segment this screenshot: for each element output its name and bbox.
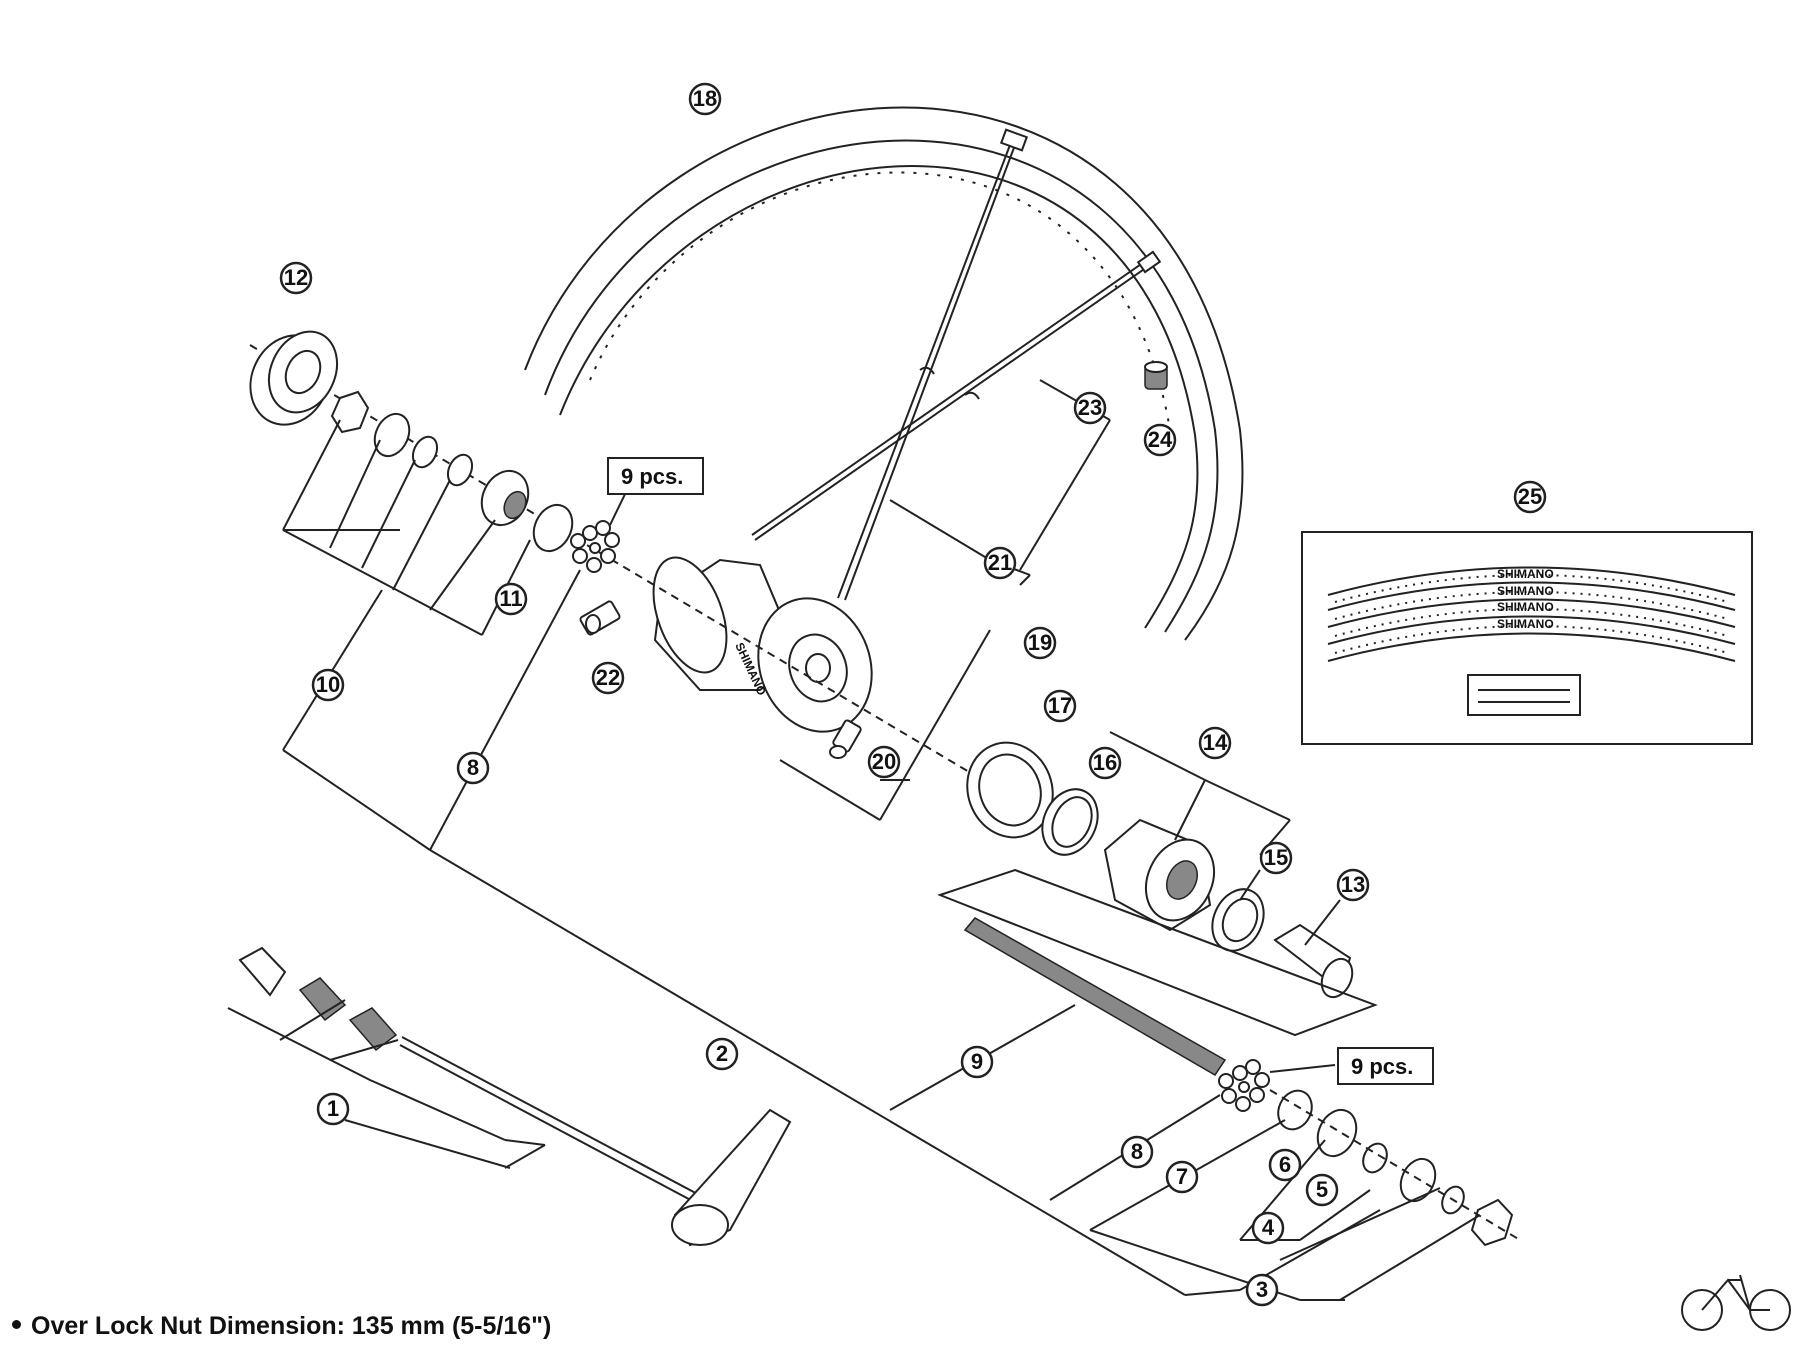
callout-label: 14	[1203, 730, 1228, 755]
spokes	[751, 128, 1162, 601]
callout-circle	[1023, 626, 1057, 660]
callout-circle	[279, 261, 313, 295]
decal-brand-3: SHIMANO	[1497, 600, 1554, 614]
callout-label: 4	[1262, 1215, 1275, 1240]
hub-body: SHIMANO	[652, 556, 873, 733]
part-22	[579, 600, 621, 636]
callout-circle	[1143, 423, 1177, 457]
callout-circle	[311, 668, 345, 702]
callout-label: 12	[284, 265, 308, 290]
freehub-body-14	[1103, 818, 1216, 932]
spacer-left	[373, 412, 411, 458]
callout-label: 6	[1279, 1152, 1291, 1177]
dust-cap-11	[532, 503, 574, 553]
decal-brand-1: SHIMANO	[1497, 567, 1554, 581]
callout-circle	[1336, 868, 1370, 902]
callout-circle	[1088, 746, 1122, 780]
lock-nut-left	[330, 390, 370, 434]
sleeve-13	[1273, 923, 1354, 999]
decal-box-25: SHIMANO SHIMANO SHIMANO SHIMANO	[1301, 531, 1753, 745]
callout-label: 22	[596, 665, 620, 690]
callout-label: 13	[1341, 872, 1365, 897]
callout-numbers: 1234567889101112131415161718192021222324…	[279, 82, 1547, 1307]
qty-label-upper: 9 pcs.	[607, 457, 704, 495]
callout-label: 23	[1078, 395, 1102, 420]
callout-label: 8	[1131, 1139, 1143, 1164]
callout-label: 3	[1256, 1277, 1268, 1302]
callout-label: 18	[693, 86, 717, 111]
qty-label-upper-text: 9 pcs.	[621, 464, 683, 489]
callout-circle	[705, 1037, 739, 1071]
part-17	[966, 741, 1054, 839]
washer-left-1	[411, 435, 439, 469]
callout-circle	[494, 582, 528, 616]
callout-circle	[983, 546, 1017, 580]
callout-circle	[867, 745, 901, 779]
ball-bearings-lower	[1218, 1059, 1270, 1112]
callout-label: 25	[1518, 484, 1542, 509]
callout-label: 17	[1048, 693, 1072, 718]
callout-circle	[1165, 1160, 1199, 1194]
callout-circle	[688, 82, 722, 116]
hollow-axle-9	[963, 917, 1227, 1077]
callout-label: 20	[872, 749, 896, 774]
spacer-16	[1041, 788, 1099, 856]
callout-label: 16	[1093, 750, 1117, 775]
callout-label: 2	[716, 1041, 728, 1066]
cone-right	[1277, 1089, 1313, 1131]
washer-right-1	[1362, 1142, 1388, 1174]
callout-label: 15	[1264, 845, 1288, 870]
callout-circle	[1073, 391, 1107, 425]
qty-label-lower-text: 9 pcs.	[1351, 1054, 1413, 1079]
seal-15	[1211, 888, 1265, 952]
callout-label: 8	[467, 755, 479, 780]
callout-circle	[1043, 689, 1077, 723]
callout-circle	[1513, 480, 1547, 514]
decal-brand-4: SHIMANO	[1497, 617, 1554, 631]
callout-circle	[456, 751, 490, 785]
callout-label: 10	[316, 672, 340, 697]
callout-circle	[1259, 841, 1293, 875]
decal-brand-2: SHIMANO	[1497, 584, 1554, 598]
callout-label: 24	[1148, 427, 1173, 452]
quick-release-1	[238, 946, 792, 1247]
callout-label: 21	[988, 550, 1012, 575]
cone-left	[480, 469, 530, 527]
callout-circle	[1251, 1211, 1285, 1245]
footnote: Over Lock Nut Dimension: 135 mm (5-5/16"…	[12, 1312, 551, 1341]
ball-bearings-upper	[570, 520, 620, 573]
callout-label: 11	[499, 586, 522, 611]
washer-left-2	[446, 453, 474, 487]
callout-circle	[1268, 1148, 1302, 1182]
callout-circle	[1305, 1173, 1339, 1207]
axle-frame	[937, 868, 1378, 1037]
bicycle-icon	[1681, 1274, 1791, 1331]
callout-circle	[1245, 1273, 1279, 1307]
callout-label: 19	[1028, 630, 1052, 655]
callout-label: 9	[971, 1049, 983, 1074]
callout-circle	[591, 661, 625, 695]
lock-ring-12	[249, 330, 339, 426]
callout-circle	[316, 1092, 350, 1126]
callout-label: 5	[1316, 1177, 1328, 1202]
callout-label: 1	[327, 1096, 339, 1121]
nipple-24	[1144, 361, 1168, 390]
callout-label: 7	[1176, 1164, 1188, 1189]
qty-label-lower: 9 pcs.	[1337, 1047, 1434, 1085]
callout-circle	[1120, 1135, 1154, 1169]
bullet-icon	[12, 1319, 21, 1329]
callout-circle	[1198, 726, 1232, 760]
part-20	[829, 719, 862, 759]
footnote-text: Over Lock Nut Dimension: 135 mm (5-5/16"…	[31, 1312, 552, 1340]
callout-circle	[960, 1045, 994, 1079]
seal-right	[1316, 1108, 1358, 1158]
rim	[524, 106, 1244, 641]
